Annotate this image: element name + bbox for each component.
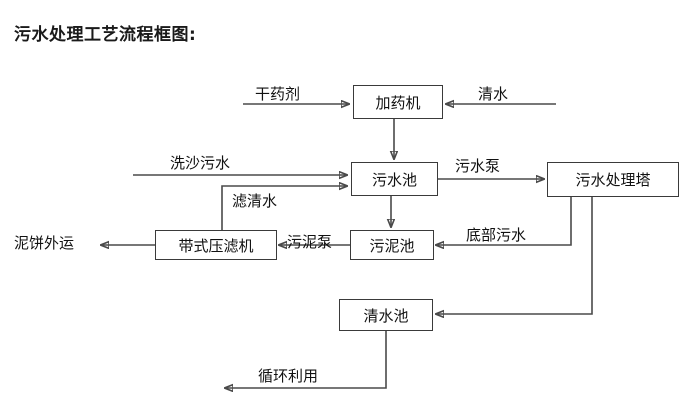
node-label: 清水池	[363, 306, 409, 325]
node-clear-water-pool[interactable]: 清水池	[339, 299, 433, 331]
page-title: 污水处理工艺流程框图:	[14, 25, 197, 45]
edge-label-sand-wash-sewage: 洗沙污水	[170, 154, 231, 172]
wire-filtered-clear-water	[221, 186, 347, 231]
node-label: 加药机	[375, 93, 421, 112]
node-label: 污水池	[371, 170, 417, 189]
node-sewage-pool[interactable]: 污水池	[351, 162, 438, 196]
edge-label-recycle-reuse: 循环利用	[258, 367, 319, 385]
edge-label-sewage-pump: 污水泵	[455, 157, 501, 175]
wire-recycle-reuse	[225, 331, 387, 388]
node-label: 污水处理塔	[575, 171, 651, 189]
node-belt-filter-press[interactable]: 带式压滤机	[155, 230, 277, 260]
edge-label-bottom-sewage: 底部污水	[466, 226, 527, 244]
edge-label-sludge-pump: 污泥泵	[287, 233, 333, 251]
wire-tower-to-clear-water-pool	[436, 197, 593, 314]
wire-bottom-sewage	[436, 197, 572, 245]
node-label: 带式压滤机	[178, 236, 254, 255]
node-sludge-pool[interactable]: 污泥池	[350, 230, 434, 260]
node-label: 污泥池	[369, 236, 415, 255]
edge-label-mud-cake-out: 泥饼外运	[14, 234, 75, 252]
node-treatment-tower[interactable]: 污水处理塔	[547, 162, 679, 197]
edge-label-dry-agent: 干药剂	[255, 85, 301, 103]
edge-label-clean-water: 清水	[478, 85, 509, 103]
edge-label-filtered-clear-water: 滤清水	[232, 192, 278, 210]
node-dosing-machine[interactable]: 加药机	[353, 85, 443, 119]
